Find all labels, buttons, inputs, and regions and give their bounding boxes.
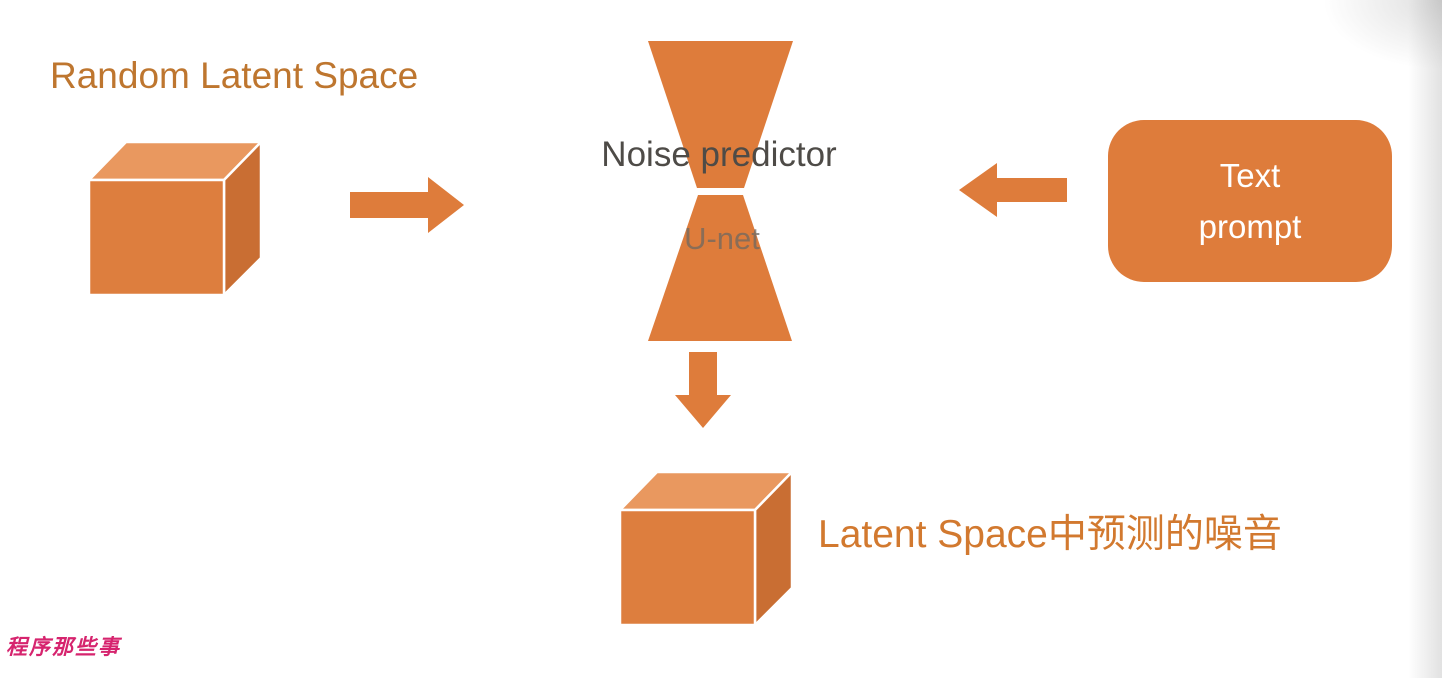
- latent-cube-icon: [87, 140, 263, 297]
- predicted-noise-cube-icon: [618, 470, 794, 627]
- noise-predictor-label: Noise predictor: [601, 135, 837, 174]
- watermark-text: 程序那些事: [6, 634, 121, 659]
- corner-shadow: [1322, 0, 1442, 70]
- arrow-down-icon: [675, 352, 731, 428]
- text-prompt-line2: prompt: [1198, 208, 1302, 245]
- text-prompt-box: Text prompt: [1108, 120, 1392, 282]
- u-net-funnel-icon: [648, 41, 793, 341]
- arrow-left-icon: [959, 163, 1067, 217]
- arrow-right-icon: [350, 177, 464, 233]
- text-prompt-line1: Text: [1219, 156, 1281, 194]
- random-latent-space-label: Random Latent Space: [50, 55, 419, 96]
- page-edge-shadow: [1408, 0, 1442, 678]
- latent-noise-label: Latent Space中预测的噪音: [818, 513, 1282, 556]
- u-net-label: U-net: [684, 221, 760, 256]
